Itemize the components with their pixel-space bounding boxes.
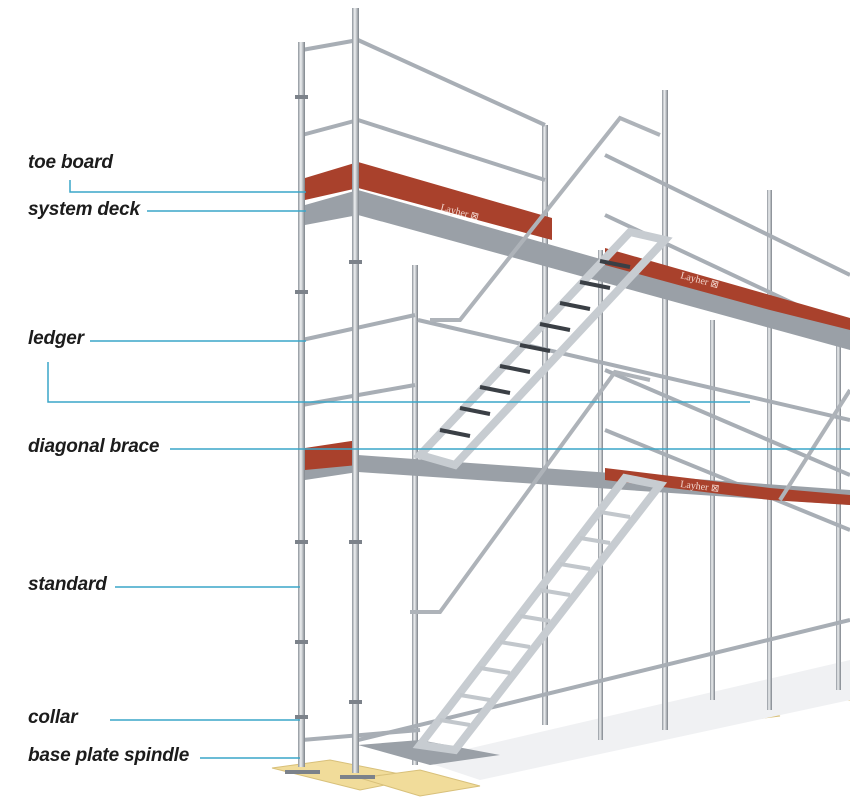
toe-boards: Layher ⊠ Layher ⊠ Layher ⊠: [305, 162, 850, 505]
leader-toe-board: [69, 180, 306, 193]
label-collar: collar: [28, 707, 78, 728]
collars: [285, 95, 375, 779]
label-toe-board: toe board: [28, 152, 113, 173]
label-base-plate-spindle: base plate spindle: [28, 745, 190, 766]
label-diagonal-brace: diagonal brace: [28, 436, 160, 457]
standards-back: [412, 90, 841, 765]
leader-ledger-2: [47, 362, 750, 403]
label-system-deck: system deck: [28, 199, 140, 220]
stairways: [410, 115, 850, 755]
label-standard: standard: [28, 574, 107, 595]
leader-lines: [47, 180, 850, 759]
standards-front: [298, 8, 359, 773]
floor-shadow: [420, 660, 850, 780]
brand-logo-text: Layher ⊠: [680, 479, 720, 495]
label-ledger: ledger: [28, 328, 84, 349]
